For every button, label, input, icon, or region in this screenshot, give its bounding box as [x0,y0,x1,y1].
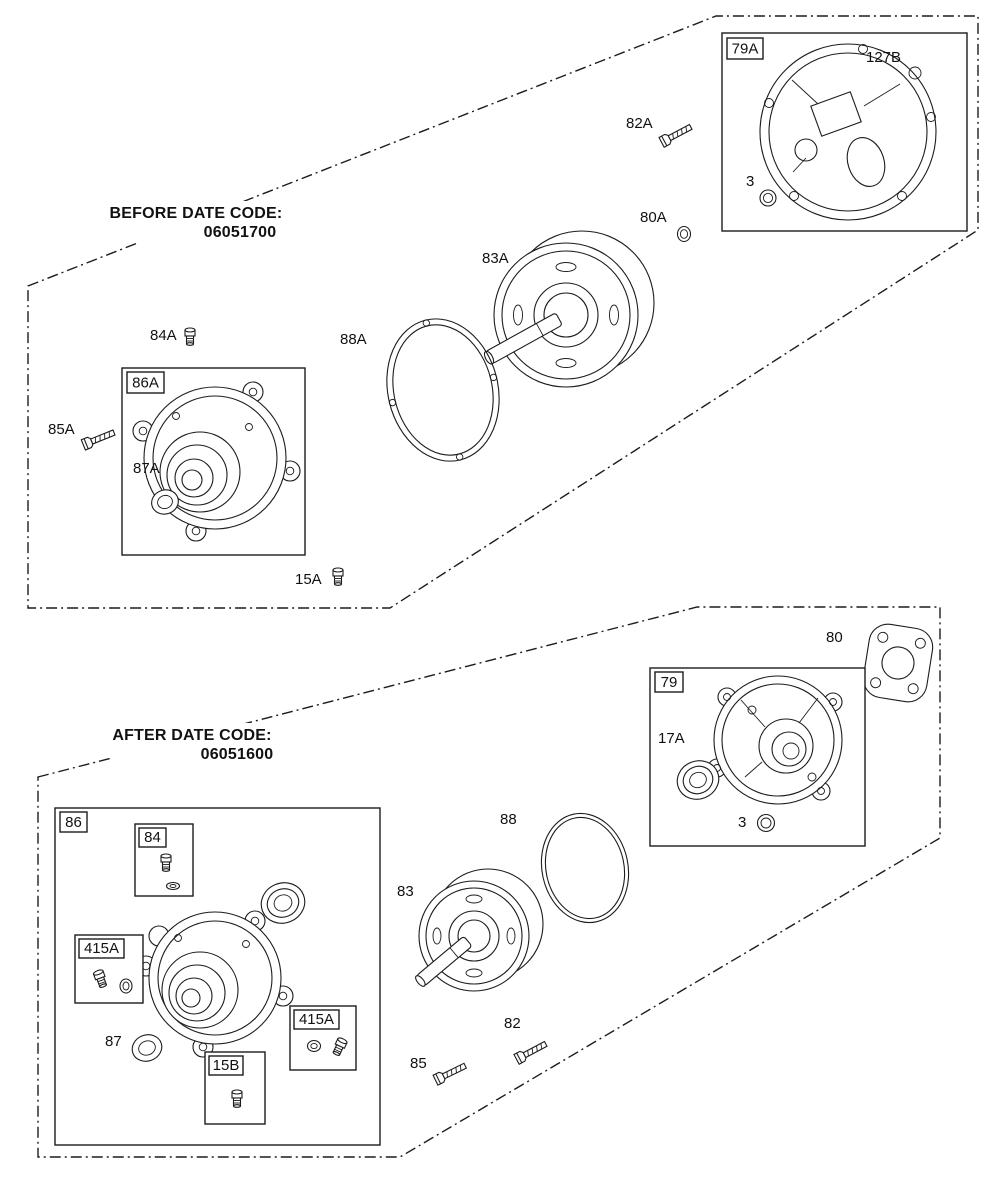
label-80: 80 [826,629,843,646]
ball-bearing [260,882,306,924]
label-83: 83 [397,883,414,900]
bolt-85 [432,1060,469,1086]
label-83a: 83A [482,250,509,267]
label-17a: 17A [658,730,685,747]
before-code: 06051700 [204,224,277,241]
label-3-before: 3 [746,173,754,190]
label-415a-left: 415A [84,940,119,957]
washer-80a [676,225,692,243]
pulley-83 [415,868,544,992]
gear-cover-79a-drawing [759,43,937,221]
label-85a: 85A [48,421,75,438]
oil-seal-87a [151,489,179,515]
label-84: 84 [144,829,161,846]
plug-127b [908,66,922,80]
label-3-after: 3 [738,814,746,831]
label-415a-right: 415A [299,1011,334,1028]
after-code: 06051600 [201,746,274,763]
washer-415a-right [306,1039,322,1053]
subassembly-415a-left: 415A [74,934,144,1004]
seal-ring-3-before [759,189,777,207]
assembly-79a: 79A 127B 3 [721,32,968,232]
part-label-79a: 79A [726,37,764,60]
part-label-86: 86 [59,811,88,833]
label-127b: 127B [866,49,901,66]
before-heading-underlay [100,201,292,243]
gasket-80 [862,623,934,703]
part-label-84: 84 [138,827,167,848]
assembly-79: 79 17A 3 [649,667,866,847]
gear-cover-86-drawing [135,910,294,1058]
gasket-88 [540,812,630,924]
washer-415a-left [119,978,133,994]
before-heading: BEFORE DATE CODE: [110,205,283,222]
after-boundary [37,606,941,1158]
seal-ring-3-after [756,813,776,833]
before-boundary [27,15,979,609]
label-79: 79 [661,674,678,691]
label-79a: 79A [732,41,759,58]
subassembly-15b: 15B [204,1051,266,1125]
subassembly-84: 84 [134,823,194,897]
gasket-88a [386,318,500,462]
label-88: 88 [500,811,517,828]
label-84a: 84A [150,327,177,344]
label-88a: 88A [340,331,367,348]
assembly-86a: 86A 87A [121,367,306,556]
after-heading-underlay [112,723,277,765]
label-15a: 15A [295,571,322,588]
section-before: BEFORE DATE CODE: 06051700 [27,15,979,609]
label-85: 85 [410,1055,427,1072]
plug-15b [231,1089,243,1108]
gear-cover-79-drawing [707,675,843,805]
gear-cover-86a-drawing [132,381,301,542]
plug-15a [332,567,344,586]
pulley-83a [483,230,655,388]
bolt-85a [80,426,117,451]
oil-seal-87 [131,1034,163,1062]
part-label-79: 79 [654,671,684,693]
assembly-86: 84 415A 87 [54,807,381,1146]
bolt-82a [658,121,694,148]
label-87: 87 [105,1033,122,1050]
label-86: 86 [65,814,82,831]
label-86a: 86A [132,375,159,392]
bolt-82 [513,1038,549,1065]
washer-84 [165,881,181,891]
label-82: 82 [504,1015,521,1032]
part-label-415a-left: 415A [78,938,125,959]
part-label-86a: 86A [126,371,165,394]
part-label-15b: 15B [208,1055,244,1076]
label-82a: 82A [626,115,653,132]
label-80a: 80A [640,209,667,226]
after-heading: AFTER DATE CODE: [112,727,271,744]
label-15b: 15B [213,1057,240,1074]
subassembly-415a-right: 415A [289,1005,357,1071]
section-after: AFTER DATE CODE: 06051600 80 [37,606,941,1158]
plug-84a [184,327,196,346]
plug-84 [160,853,172,872]
bearing-17a [676,760,720,800]
part-label-415a-right: 415A [293,1009,340,1030]
label-87a: 87A [133,460,160,477]
